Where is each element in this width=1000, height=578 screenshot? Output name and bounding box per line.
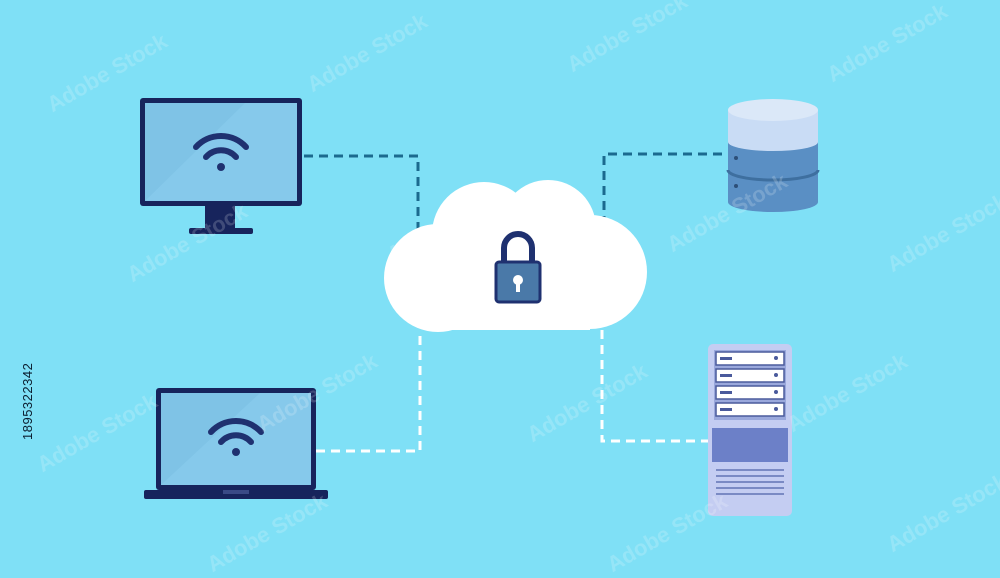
server-rack-icon (708, 344, 792, 516)
database-icon (726, 99, 820, 212)
cloud-icon (384, 180, 647, 332)
connector-laptop-cloud (316, 330, 422, 453)
padlock-icon (494, 231, 542, 304)
connector-cloud-database (602, 152, 728, 240)
connector-cloud-server (600, 330, 708, 443)
stock-id-label: 1895322342 (20, 362, 35, 440)
network-diagram (140, 98, 820, 516)
laptop-icon (144, 388, 328, 499)
connector-desktop-cloud (304, 154, 420, 240)
wifi-icon (193, 133, 249, 171)
wifi-icon (208, 418, 264, 456)
